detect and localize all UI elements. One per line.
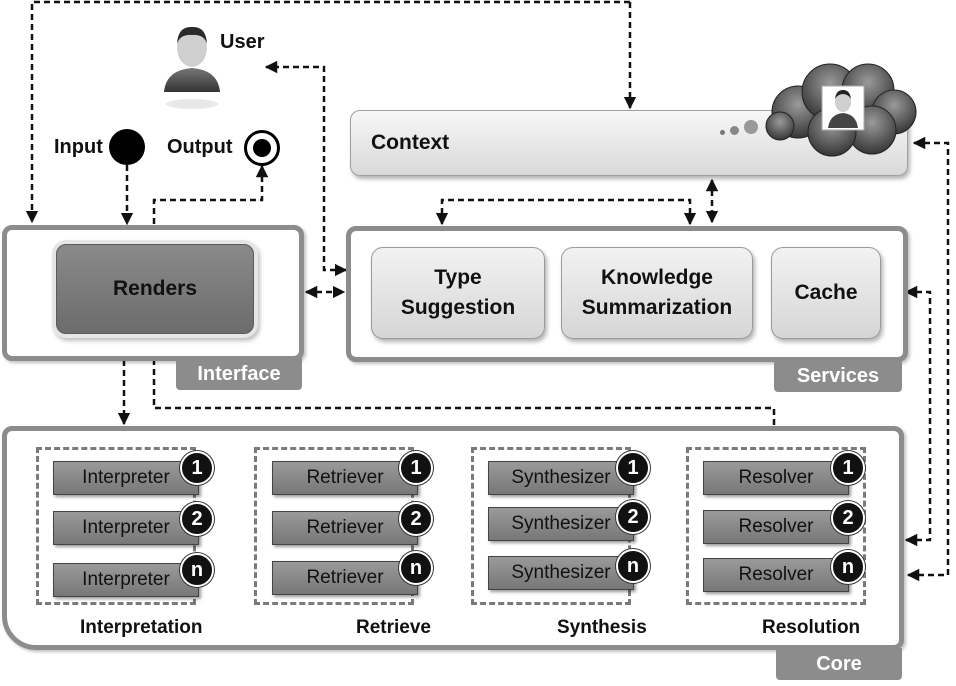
cache-core-link <box>904 285 932 547</box>
services-bracket <box>435 198 697 226</box>
retriever-2-badge: 2 <box>399 502 433 536</box>
interface-tag: Interface <box>176 358 302 390</box>
retriever-n-badge: n <box>399 551 433 585</box>
retrieve-label: Retrieve <box>356 617 431 638</box>
resolver-1: Resolver <box>703 461 849 495</box>
output-node-icon <box>244 130 280 166</box>
synthesizer-1: Synthesizer <box>488 461 634 495</box>
synthesizer-2-badge: 2 <box>616 500 650 534</box>
input-node-icon <box>109 129 145 165</box>
top-loop-to-interface <box>25 0 630 224</box>
resolver-1-badge: 1 <box>831 451 865 485</box>
interpreter-n-badge: n <box>180 553 214 587</box>
synthesizer-1-badge: 1 <box>616 451 650 485</box>
resolver-n-badge: n <box>831 550 865 584</box>
resolution-label: Resolution <box>762 617 861 638</box>
interpreter-n: Interpreter <box>53 563 199 597</box>
renders-box: Renders <box>56 244 254 334</box>
interpreter-1: Interpreter <box>53 461 199 495</box>
interpreter-2-badge: 2 <box>180 502 214 536</box>
synthesis-label: Synthesis <box>557 617 647 638</box>
type-suggestion-box: Type Suggestion <box>371 247 545 339</box>
resolver-2: Resolver <box>703 510 849 544</box>
interpreter-1-badge: 1 <box>180 451 214 485</box>
thought-bubbles <box>720 118 770 138</box>
services-to-user <box>264 60 348 277</box>
resolution-to-renders <box>147 336 776 445</box>
retriever-1: Retriever <box>272 461 418 495</box>
retriever-2: Retriever <box>272 511 418 545</box>
user-icon <box>160 20 224 112</box>
synthesizer-2: Synthesizer <box>488 507 634 541</box>
retriever-n: Retriever <box>272 561 418 595</box>
output-label: Output <box>167 136 233 158</box>
context-core-link <box>906 136 950 582</box>
resolution-group <box>686 447 866 605</box>
services-tag: Services <box>774 360 902 392</box>
knowledge-summarization-box: Knowledge Summarization <box>561 247 753 339</box>
resolver-2-badge: 2 <box>831 501 865 535</box>
user-label: User <box>220 31 265 53</box>
cache-box: Cache <box>771 247 881 339</box>
input-label: Input <box>54 136 103 158</box>
cloud-user-icon <box>760 60 920 160</box>
resolver-n: Resolver <box>703 558 849 592</box>
interpreter-2: Interpreter <box>53 511 199 545</box>
synthesizer-n: Synthesizer <box>488 556 634 590</box>
synthesizer-n-badge: n <box>616 549 650 583</box>
retriever-1-badge: 1 <box>399 451 433 485</box>
renders-to-output <box>152 164 269 244</box>
core-tag: Core <box>776 648 902 680</box>
context-label: Context <box>371 131 450 154</box>
interpretation-label: Interpretation <box>80 617 203 638</box>
